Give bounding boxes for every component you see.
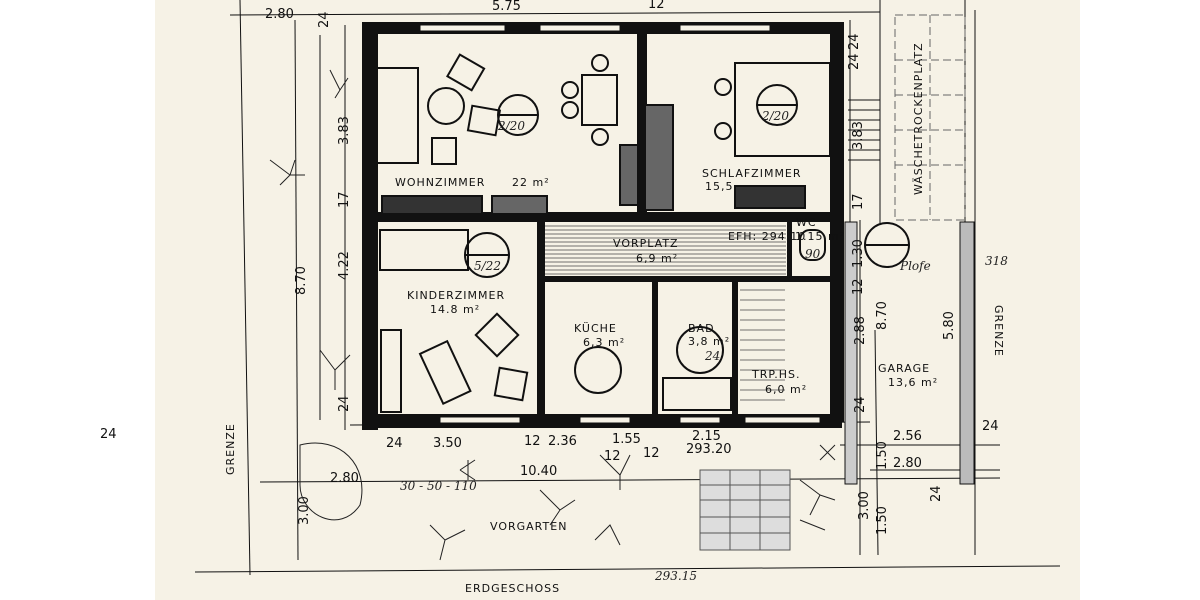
dim-left: 3.00 [297, 496, 312, 525]
boundary-label-right: GRENZE [992, 305, 1005, 357]
dim-right: 2.80 [893, 456, 922, 471]
room-area-vorplatz: 6,9 m² [636, 252, 678, 265]
room-label-wohnzimmer: WOHNZIMMER [395, 176, 485, 189]
room-area-kinderzimmer: 14.8 m² [430, 303, 480, 316]
dim-right: 1.30 [851, 239, 866, 268]
dim-left: 8.70 [294, 266, 309, 295]
room-area-wohnzimmer: 22 m² [512, 176, 550, 189]
room-area-garage: 13,6 m² [888, 376, 938, 389]
room-label-kinderzimmer: KINDERZIMMER [407, 289, 505, 302]
annotation-wc: 90 [805, 247, 821, 261]
annotation-schlaf: 2/20 [761, 109, 789, 123]
dim-top: 2.80 [265, 7, 294, 22]
room-label-treppenhaus: TRP.HS. [751, 368, 801, 381]
dim-right: 12 [851, 278, 866, 295]
dim-right: 5.80 [942, 311, 957, 340]
room-label-kueche: KÜCHE [574, 322, 617, 335]
dim-bottom: 1.55 [612, 432, 641, 447]
room-area-kueche: 6,3 m² [583, 336, 625, 349]
annotation-bad: 24 [704, 349, 720, 363]
dim-right: 24 [929, 485, 944, 502]
plant-sketches [269, 69, 836, 561]
dim-left: 24 [337, 395, 352, 412]
level-street: 293.15 [654, 569, 697, 583]
label-vorgarten: VORGARTEN [490, 520, 567, 533]
dim-top: 24 [317, 11, 332, 28]
annotation-plot: 318 [985, 254, 1008, 268]
dim-bottom: 12 [604, 449, 621, 464]
dim-bottom: 24 [386, 436, 403, 451]
dim-bottom: 2.36 [548, 434, 577, 449]
annotation-wohn: 2/20 [497, 119, 525, 133]
dim-right: 24 [853, 396, 868, 413]
room-label-schlafzimmer: SCHLAFZIMMER [702, 167, 802, 180]
dim-bottom: 2.15 [692, 429, 721, 444]
drawing-title: ERDGESCHOSS [465, 582, 560, 595]
entrance-paving [699, 469, 791, 551]
dim-top: 24 [847, 33, 862, 50]
dim-right: 24 [847, 53, 862, 70]
boundary-label-left: GRENZE [224, 423, 237, 475]
garage [844, 221, 975, 485]
dim-left: 3.83 [337, 116, 352, 145]
dim-left: 17 [337, 191, 352, 208]
label-waeschetrockenplatz: WÄSCHETROCKENPLATZ [912, 42, 925, 195]
dim-right: 1.50 [875, 506, 890, 535]
level-entrance: 293.20 [686, 442, 732, 457]
floor-level-efh: EFH: 294.10 [728, 230, 806, 243]
hatched-floors [545, 225, 786, 401]
room-label-vorplatz: VORPLATZ [613, 237, 679, 250]
dim-bottom: 3.50 [433, 436, 462, 451]
dim-left: 4.22 [337, 251, 352, 280]
annotation-kinder: 5/22 [474, 259, 501, 273]
dim-right: 17 [851, 193, 866, 210]
room-area-schlafzimmer: 15,5 [705, 180, 734, 193]
dim-right: 3.00 [857, 491, 872, 520]
dim-bottom: 10.40 [520, 464, 557, 479]
drying-area-paving [894, 14, 966, 221]
dim-bottom: 12 [643, 446, 660, 461]
dim-top: 12 [648, 0, 665, 12]
dim-top: 5.75 [492, 0, 521, 14]
room-label-wc: WC [796, 216, 817, 229]
dim-right: 24 [982, 419, 999, 434]
exterior-stairs [848, 99, 880, 161]
furniture [375, 53, 910, 413]
room-label-garage: GARAGE [878, 362, 930, 375]
house-walls [362, 22, 844, 430]
dim-bottom: 12 [524, 434, 541, 449]
annotation-plofe: Plofe [899, 259, 931, 273]
room-area-bad: 3,8 m² [688, 335, 730, 348]
dim-right: 2.88 [853, 316, 868, 345]
dim-left: 2.80 [330, 471, 359, 486]
dim-right: 24 [100, 427, 117, 442]
room-area-treppenhaus: 6,0 m² [765, 383, 807, 396]
room-label-bad: BAD [688, 322, 715, 335]
dim-right: 2.56 [893, 429, 922, 444]
dim-right: 8.70 [875, 301, 890, 330]
annotation-plants: 30 - 50 - 110 [400, 479, 477, 493]
room-area-wc: 1.15 m² [795, 230, 845, 243]
dim-right: 1.50 [875, 441, 890, 470]
dim-right: 3.83 [851, 121, 866, 150]
